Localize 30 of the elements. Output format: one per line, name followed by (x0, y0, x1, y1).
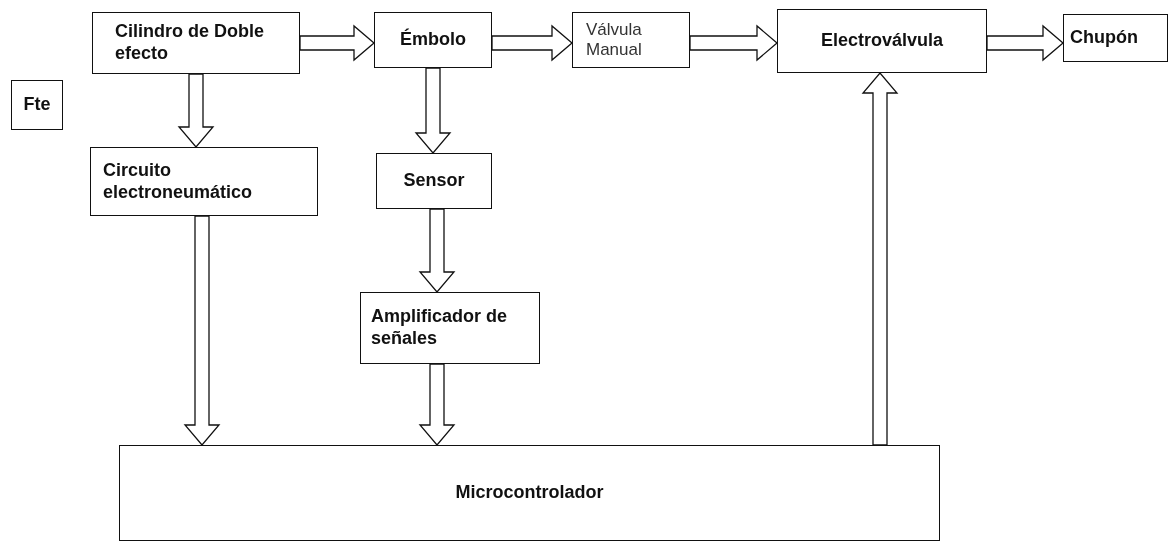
process-box (119, 445, 940, 541)
process-box (1063, 14, 1168, 62)
block-arrow (418, 363, 456, 446)
process-box (360, 292, 540, 364)
box-label: Amplificador de señales (371, 306, 509, 350)
box-label: Sensor (403, 170, 465, 192)
block-arrow (418, 208, 456, 293)
process-box (374, 12, 492, 68)
box-label: Cilindro de Doble efecto (115, 21, 265, 65)
box-label: Electroválvula (820, 30, 944, 52)
block-arrow (491, 24, 573, 62)
process-box (572, 12, 690, 68)
process-box (92, 12, 300, 74)
block-arrow (414, 67, 452, 154)
process-box (90, 147, 318, 216)
box-label: Chupón (1070, 27, 1138, 49)
block-arrow (299, 24, 375, 62)
block-arrow (861, 72, 899, 446)
box-label: Émbolo (400, 29, 466, 51)
box-label: Fte (23, 94, 51, 116)
process-box (11, 80, 63, 130)
block-arrow (183, 215, 221, 446)
process-box (376, 153, 492, 209)
process-box (777, 9, 987, 73)
block-arrow (986, 24, 1064, 62)
box-label: Microcontrolador (455, 482, 604, 504)
block-arrow (689, 24, 778, 62)
block-arrow (177, 73, 215, 148)
box-label: Válvula Manual (586, 19, 643, 61)
box-label: Circuito electroneumático (103, 159, 254, 204)
